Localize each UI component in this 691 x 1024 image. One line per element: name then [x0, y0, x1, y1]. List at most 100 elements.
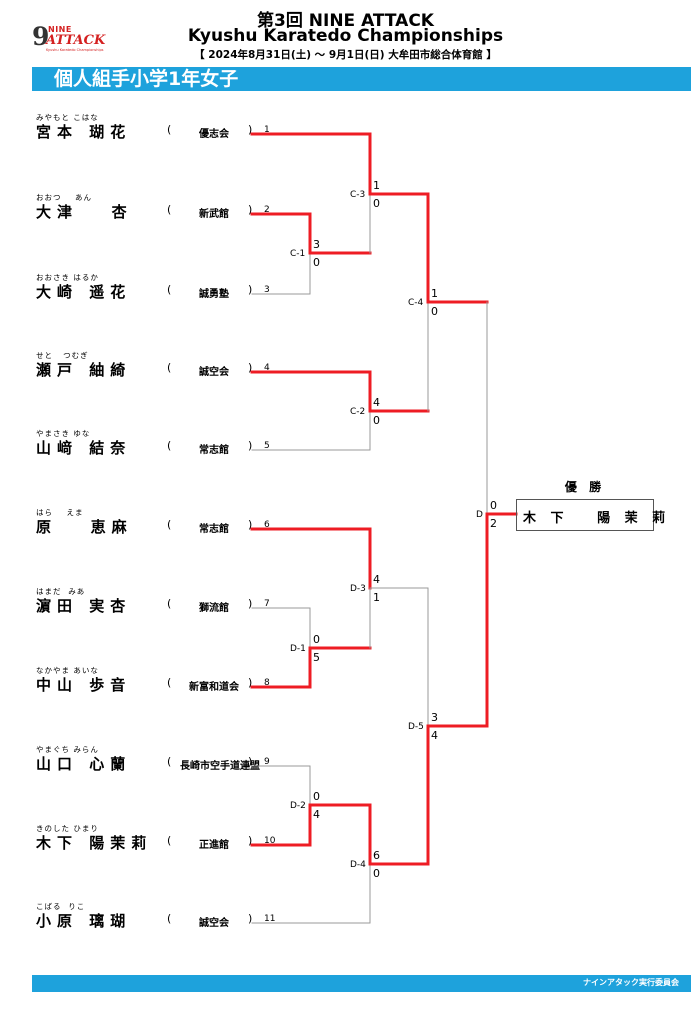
paren-close: )	[248, 755, 253, 768]
logo-top-text: NINE	[48, 25, 72, 34]
entrant-seed: 1	[264, 125, 270, 135]
entrant-ruby: はら えま	[36, 508, 84, 517]
entrant-row: なかやま あいな中山 歩音(新富和道会)8	[30, 665, 290, 705]
paren-close: )	[248, 597, 253, 610]
entrant-seed: 4	[264, 363, 270, 373]
entrant-seed: 9	[264, 757, 270, 767]
match-label: D-2	[290, 801, 306, 811]
paren-close: )	[248, 203, 253, 216]
entrant-row: きのした ひまり木下 陽茉莉(正進館)10	[30, 823, 290, 863]
entrant-club: 新武館	[199, 209, 229, 220]
paren-open: (	[167, 597, 172, 610]
score-bottom: 5	[313, 651, 320, 664]
entrant-name: 原 恵麻	[36, 518, 133, 536]
score-bottom: 0	[373, 197, 380, 210]
match-label: D-4	[350, 860, 366, 870]
score-top: 0	[313, 633, 320, 646]
paren-close: )	[248, 361, 253, 374]
match-label: C-1	[290, 249, 306, 259]
paren-close: )	[248, 676, 253, 689]
match-label: C-3	[350, 190, 366, 200]
entrant-name: 小原 璃瑚	[36, 912, 132, 930]
score-bottom: 0	[373, 414, 380, 427]
entrant-name: 大津 杏	[36, 203, 133, 221]
entrant-name: 山﨑 結奈	[36, 439, 132, 457]
entrant-ruby: やまぐち みらん	[36, 745, 99, 754]
entrant-name: 中山 歩音	[36, 676, 132, 694]
paren-open: (	[167, 518, 172, 531]
paren-close: )	[248, 518, 253, 531]
score-bottom: 1	[373, 591, 380, 604]
champion-box: 木 下 陽 茉 莉	[516, 499, 665, 531]
score-top: 3	[431, 711, 438, 724]
tournament-title: 第3回 NINE ATTACK	[257, 11, 434, 31]
paren-open: (	[167, 203, 172, 216]
entrant-name: 瀬戸 紬綺	[36, 361, 132, 379]
entrant-ruby: はまだ みあ	[36, 587, 86, 596]
entrant-ruby: おおつ あん	[36, 193, 93, 202]
footer-organizer: ナインアタック実行委員会	[583, 978, 679, 987]
entrant-seed: 6	[264, 520, 270, 530]
paren-open: (	[167, 755, 172, 768]
entrant-club: 獅流館	[199, 603, 229, 614]
match-label: C-2	[350, 407, 366, 417]
entrant-club: 長崎市空手道連盟	[180, 761, 260, 772]
entrant-club: 常志館	[199, 445, 229, 456]
entrant-name: 宮本 瑚花	[36, 123, 132, 141]
entrant-name: 濵田 実杏	[36, 597, 132, 615]
date-venue-line: 【 2024年8月31日(土) ～ 9月1日(日) 大牟田市総合体育館 】	[194, 49, 497, 61]
nine-attack-logo: 9 NINE ATTACK Kyushu Karatedo Championsh…	[32, 24, 105, 54]
entrant-ruby: せと つむぎ	[36, 351, 89, 360]
score-bottom: 0	[431, 305, 438, 318]
tournament-subtitle: Kyushu Karatedo Championships	[187, 26, 504, 46]
entrant-club: 正進館	[199, 840, 229, 851]
entrant-name: 山口 心蘭	[36, 755, 132, 773]
title-bar	[32, 67, 691, 91]
entrant-ruby: やまさき ゆな	[36, 429, 91, 438]
score-top: 1	[373, 179, 380, 192]
entrant-club: 誠空会	[199, 918, 229, 929]
entrant-name: 大崎 遥花	[36, 283, 132, 301]
score-bottom: 0	[313, 256, 320, 269]
entrant-seed: 10	[264, 836, 276, 846]
entrant-club: 誠空会	[199, 367, 229, 378]
entrant-club: 優志会	[199, 129, 229, 140]
score-bottom: 0	[373, 867, 380, 880]
paren-open: (	[167, 361, 172, 374]
paren-open: (	[167, 439, 172, 452]
paren-open: (	[167, 676, 172, 689]
champion-label: 優 勝	[564, 480, 606, 494]
match-label: D-5	[408, 722, 424, 732]
entrant-ruby: こばる りこ	[36, 902, 86, 911]
entrant-ruby: なかやま あいな	[36, 666, 99, 675]
paren-close: )	[248, 439, 253, 452]
score-top: 1	[431, 287, 438, 300]
score-top: 4	[373, 396, 380, 409]
match-label: D-3	[350, 584, 366, 594]
entrant-ruby: みやもと こはな	[36, 113, 99, 122]
paren-open: (	[167, 912, 172, 925]
paren-open: (	[167, 834, 172, 847]
score-top: 4	[373, 573, 380, 586]
champion-name: 木 下 陽 茉 莉	[523, 511, 671, 526]
paren-close: )	[248, 912, 253, 925]
logo-subtext: Kyushu Karatedo Championships	[46, 48, 104, 52]
score-top: 0	[313, 790, 320, 803]
match-label: C-4	[408, 298, 424, 308]
entrant-ruby: きのした ひまり	[36, 824, 99, 833]
score-top: 3	[313, 238, 320, 251]
entrant-row: おおさき はるか大崎 遥花(誠勇塾)3	[30, 272, 290, 312]
entrant-row: みやもと こはな宮本 瑚花(優志会)1	[30, 112, 290, 152]
entrant-row: やまさき ゆな山﨑 結奈(常志館)5	[30, 428, 290, 468]
entrant-ruby: おおさき はるか	[36, 273, 99, 282]
entrant-row: はまだ みあ濵田 実杏(獅流館)7	[30, 586, 290, 626]
entrant-seed: 11	[264, 914, 276, 924]
entrant-seed: 8	[264, 678, 270, 688]
match-label: D-1	[290, 644, 306, 654]
entrant-row: こばる りこ小原 璃瑚 ( 誠空会) 11	[30, 901, 290, 941]
score-top: 0	[490, 499, 497, 512]
entrant-row: せと つむぎ瀬戸 紬綺 ( 誠空会) 4	[30, 350, 290, 390]
score-bottom: 2	[490, 517, 497, 530]
event-title: 個人組手小学1年女子	[54, 68, 239, 90]
